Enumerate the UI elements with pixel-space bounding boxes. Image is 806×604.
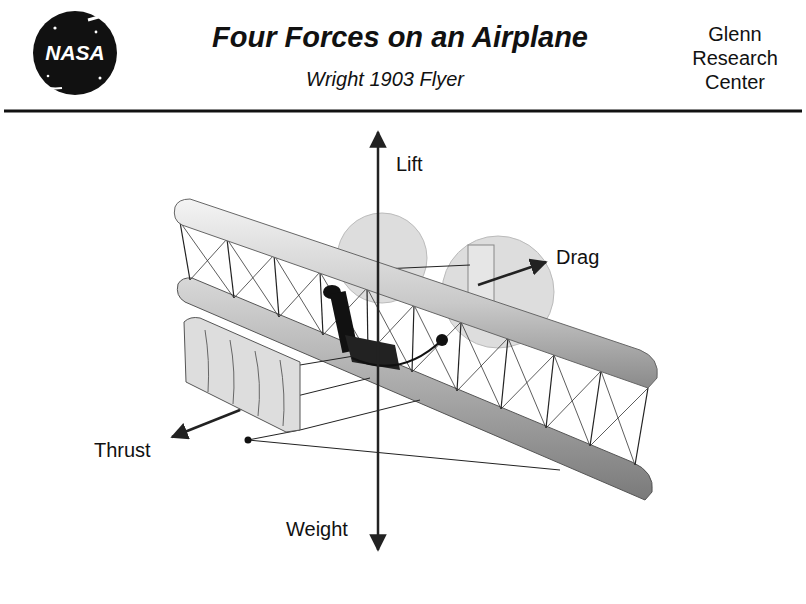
struts-part [546, 355, 554, 428]
nasa-logo-part [53, 26, 56, 29]
center-name: Glenn Research Center [680, 22, 790, 94]
weight-arrow [377, 300, 380, 550]
lower-wing-part [177, 278, 652, 500]
lift-arrow [377, 132, 380, 300]
lower-wing [177, 278, 652, 500]
frame-lines-part [248, 440, 560, 470]
logo-text: NASA [30, 40, 120, 65]
force-label: Drag [556, 245, 626, 269]
frame-lines-part [300, 400, 420, 430]
nasa-logo-part [99, 77, 102, 80]
nasa-logo-part [95, 31, 98, 34]
struts-part [320, 272, 323, 335]
struts-part [590, 371, 601, 446]
struts-part [412, 305, 414, 372]
drag-arrow [478, 262, 546, 285]
nasa-logo-part [88, 6, 124, 20]
force-label: Lift [396, 152, 456, 176]
thrust-arrow [172, 410, 240, 437]
header-rule-part [4, 110, 802, 113]
page-title: Four Forces on an Airplane [130, 20, 670, 55]
subtitle: Wright 1903 Flyer [260, 67, 510, 91]
elevator-part [205, 330, 284, 426]
nasa-logo-part [47, 75, 50, 78]
struts-part [180, 222, 190, 280]
struts-part [501, 338, 508, 409]
nasa-logo-part [30, 82, 62, 88]
elevator-part [184, 318, 300, 433]
elevator-part [245, 437, 252, 444]
force-label: Thrust [94, 438, 166, 462]
engine-part [352, 340, 442, 366]
header-rule [4, 111, 802, 112]
nasa-logo [30, 6, 124, 95]
force-arrows [172, 132, 546, 550]
struts-part [274, 255, 279, 317]
upper-wing [174, 199, 657, 388]
struts-part [457, 322, 461, 391]
upper-wing-part [174, 199, 657, 388]
force-label: Weight [286, 517, 368, 541]
